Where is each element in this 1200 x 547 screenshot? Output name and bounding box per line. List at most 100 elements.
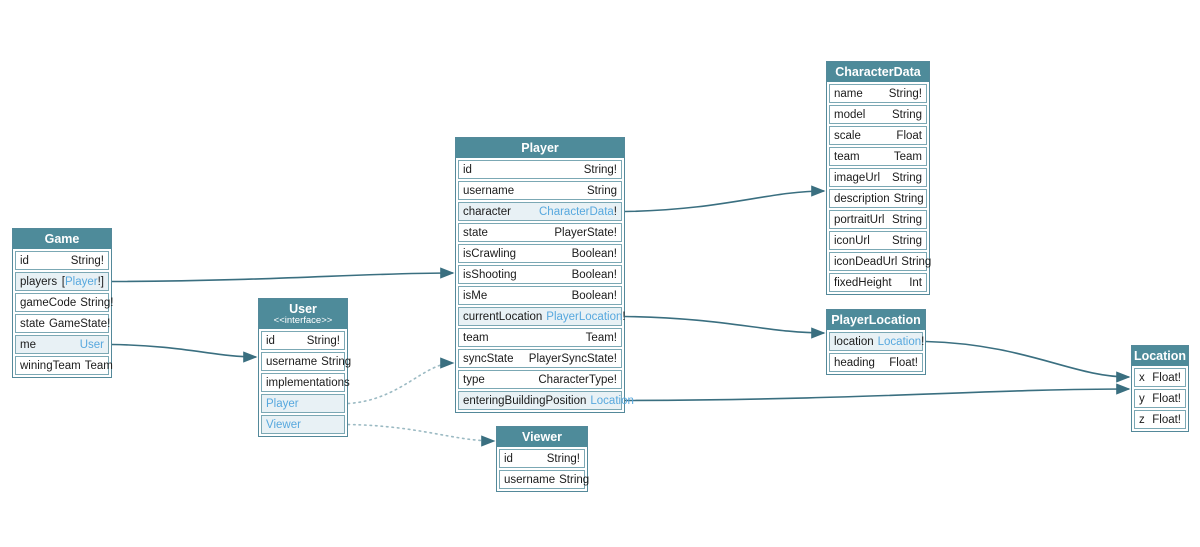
field-name: id (266, 334, 275, 347)
type-text: String (891, 108, 922, 121)
table-title-bar[interactable]: Location (1132, 346, 1188, 366)
field-type: String (901, 256, 931, 268)
relation-arrow-user-viewer (347, 423, 496, 447)
field-type: String (892, 109, 922, 121)
field-type: GameState! (49, 318, 110, 330)
field-name: heading (834, 356, 875, 369)
field-type: String (892, 235, 922, 247)
table-title-bar[interactable]: Player (456, 138, 624, 158)
table-title-bar[interactable]: Game (13, 229, 111, 249)
field-row-state[interactable]: state PlayerState! (458, 223, 622, 242)
field-row-imageurl[interactable]: imageUrl String (829, 168, 927, 187)
field-name: isCrawling (463, 247, 517, 260)
type-link[interactable]: Player (65, 275, 98, 288)
field-name: name (834, 87, 863, 100)
field-type: CharacterData! (539, 206, 617, 218)
table-title: Location (1133, 349, 1187, 363)
table-title-bar[interactable]: PlayerLocation (827, 310, 925, 330)
field-name: username (266, 355, 318, 368)
field-name: team (834, 150, 860, 163)
table-title-bar[interactable]: Viewer (497, 427, 587, 447)
type-link[interactable]: Location (877, 335, 922, 348)
implementation-link[interactable]: Viewer (266, 418, 301, 431)
type-text: CharacterType! (538, 373, 617, 386)
type-link[interactable]: CharacterData (539, 205, 614, 218)
type-text: String! (546, 452, 580, 465)
field-row-player[interactable]: Player (261, 394, 345, 413)
type-text: String (891, 213, 922, 226)
field-type: Team (85, 360, 113, 372)
field-name: y (1139, 392, 1145, 405)
table-title-bar[interactable]: User<<interface>> (259, 299, 347, 329)
field-name: me (20, 338, 36, 351)
type-text: Float! (1152, 371, 1181, 384)
table-title: Viewer (521, 430, 563, 444)
field-type: Float! (1152, 414, 1181, 426)
field-type: Float! (1152, 393, 1181, 405)
type-link[interactable]: User (79, 338, 104, 351)
implementation-link[interactable]: Player (266, 397, 299, 410)
type-link[interactable]: PlayerLocation (546, 310, 623, 323)
field-row-viewer[interactable]: Viewer (261, 415, 345, 434)
table-title-bar[interactable]: CharacterData (827, 62, 929, 82)
field-name: state (463, 226, 488, 239)
field-name: imageUrl (834, 171, 881, 184)
field-type: String (892, 172, 922, 184)
field-row-players[interactable]: players[Player!] (15, 272, 109, 291)
field-row-me[interactable]: me User (15, 335, 109, 354)
field-row-y[interactable]: y Float! (1134, 389, 1186, 408)
field-name: username (463, 184, 515, 197)
field-type: PlayerLocation! (546, 311, 625, 323)
type-text: String! (70, 254, 104, 267)
field-name: currentLocation (463, 310, 543, 323)
field-row-implementations[interactable]: implementations (261, 373, 350, 392)
field-type: Float! (1152, 372, 1181, 384)
field-type: Int (909, 277, 922, 289)
field-name: isMe (463, 289, 488, 302)
type-link[interactable]: Location (590, 394, 634, 407)
field-type: PlayerState! (554, 227, 617, 239)
